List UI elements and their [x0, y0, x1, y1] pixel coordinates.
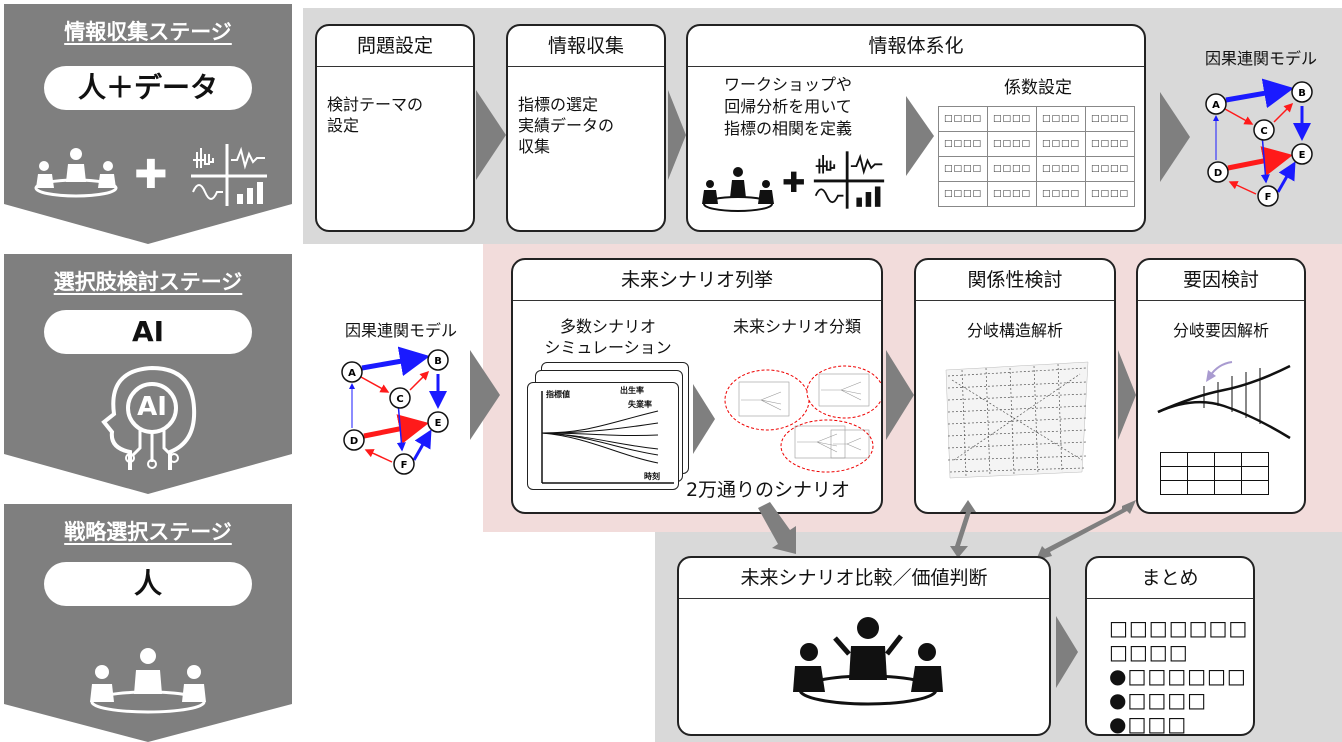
summary-line: ●□□□ — [1109, 712, 1188, 736]
link-arrows — [758, 500, 1136, 560]
info-systematization-card: 情報体系化 ワークショップや 回帰分析を用いて 指標の相関を定義 ✚ 係数設定 … — [686, 24, 1146, 232]
sim-chart: 指標値 出生率 失業率 時刻 — [527, 382, 679, 490]
card-subtitle: 分岐構造解析 — [966, 321, 1063, 340]
factor-table — [1160, 452, 1269, 495]
ai-head-label: AI — [137, 392, 167, 422]
stage-pill: 人＋データ — [44, 66, 252, 110]
sim-y-label: 指標値 — [546, 390, 570, 399]
card-title: 問題設定 — [317, 26, 473, 67]
causal-model-title: 因果連関モデル — [1204, 49, 1317, 68]
summary-line: □□□□ — [1109, 640, 1189, 664]
flow-arrow — [693, 384, 715, 454]
node-e: E — [435, 418, 442, 429]
card-title: 情報収集 — [508, 26, 664, 67]
card-title: 未来シナリオ列挙 — [513, 260, 881, 301]
flow-arrow — [906, 96, 934, 176]
card-title: 要因検討 — [1138, 260, 1304, 301]
future-scenario-card: 未来シナリオ列挙 多数シナリオ シミュレーション 未来シナリオ分類 指標値 出生… — [511, 258, 883, 514]
causal-model-title: 因果連関モデル — [344, 321, 457, 340]
stage-pill: 人 — [44, 562, 252, 606]
coef-table: □□□□□□□□□□□□□□□□ □□□□□□□□□□□□□□□□ □□□□□□… — [938, 106, 1135, 207]
stage-strategy-selection: 戦略選択ステージ 人 — [4, 504, 292, 742]
classification-label: 未来シナリオ分類 — [732, 317, 861, 336]
card-title: まとめ — [1087, 558, 1253, 599]
meeting-icon — [90, 648, 206, 714]
flow-arrow — [1160, 92, 1190, 182]
data-chart-icon — [813, 151, 885, 209]
card-body: 指標の選定 実績データの 収集 — [518, 95, 615, 156]
causal-model-graph: A B C D E F — [341, 346, 449, 475]
sim-x-label: 時刻 — [644, 472, 660, 481]
card-subtitle: 分岐要因解析 — [1172, 321, 1269, 340]
meeting-icon — [702, 167, 774, 212]
scenario-compare-card: 未来シナリオ比較／価値判断 — [677, 556, 1051, 736]
node-a: A — [348, 368, 356, 379]
branch-factor-graphic — [1157, 361, 1291, 440]
stage-title: 戦略選択ステージ — [64, 520, 232, 544]
meeting-icon — [34, 148, 118, 198]
meeting-icon — [793, 617, 943, 706]
causal-model-graph: A B C D E F — [1205, 78, 1313, 207]
node-f: F — [401, 460, 408, 471]
summary-line: □□□□□□□ — [1109, 616, 1249, 640]
summary-card: まとめ □□□□□□□ □□□□ ●□□□□□□ ●□□□□ ●□□□ — [1085, 556, 1255, 736]
stage-info-collection: 情報収集ステージ 人＋データ ✚ — [4, 4, 292, 244]
flow-arrow — [476, 90, 506, 180]
card-body: 検討テーマの 設定 — [327, 95, 424, 135]
scenario-clusters — [724, 365, 881, 473]
summary-line: ●□□□□ — [1109, 688, 1208, 712]
node-f: F — [1265, 192, 1272, 203]
flow-arrow — [886, 350, 914, 440]
node-b: B — [434, 356, 442, 367]
relation-review-card: 関係性検討 分岐構造解析 — [914, 258, 1116, 514]
node-b: B — [1298, 88, 1306, 99]
factor-review-card: 要因検討 分岐要因解析 — [1136, 258, 1306, 514]
node-d: D — [350, 436, 358, 447]
card-title: 関係性検討 — [916, 260, 1114, 301]
sim-series-2: 失業率 — [628, 400, 652, 409]
plus-icon: ✚ — [134, 152, 168, 198]
card-title: 情報体系化 — [688, 26, 1144, 67]
branch-structure-graphic — [945, 361, 1089, 479]
ai-head-icon — [101, 365, 197, 470]
stage-pill: AI — [44, 310, 252, 354]
simulation-label: 多数シナリオ シミュレーション — [544, 317, 672, 357]
problem-setting-card: 問題設定 検討テーマの 設定 — [315, 24, 475, 232]
plus-icon: ✚ — [782, 166, 806, 199]
data-chart-icon — [191, 144, 267, 206]
node-c: C — [396, 394, 403, 405]
summary-line: ●□□□□□□ — [1109, 664, 1247, 688]
flow-arrow — [668, 90, 686, 180]
stage-title: 情報収集ステージ — [64, 20, 232, 44]
node-c: C — [1260, 126, 1267, 137]
flow-arrow — [1118, 350, 1136, 440]
workshop-text: ワークショップや 回帰分析を用いて 指標の相関を定義 — [723, 75, 852, 138]
node-d: D — [1214, 168, 1222, 179]
node-a: A — [1212, 100, 1220, 111]
card-title: 未来シナリオ比較／価値判断 — [679, 558, 1049, 599]
flow-arrow — [1056, 616, 1078, 688]
scenario-count: 2万通りのシナリオ — [685, 479, 851, 501]
stage-option-review: 選択肢検討ステージ AI AI — [4, 254, 292, 494]
node-e: E — [1299, 150, 1306, 161]
sim-series-1: 出生率 — [620, 386, 644, 395]
stage-title: 選択肢検討ステージ — [53, 270, 243, 294]
flow-arrow — [470, 350, 500, 440]
info-collection-card: 情報収集 指標の選定 実績データの 収集 — [506, 24, 666, 232]
coef-title: 係数設定 — [1004, 78, 1072, 98]
summary-list: □□□□□□□ □□□□ ●□□□□□□ ●□□□□ ●□□□ — [1109, 616, 1249, 736]
